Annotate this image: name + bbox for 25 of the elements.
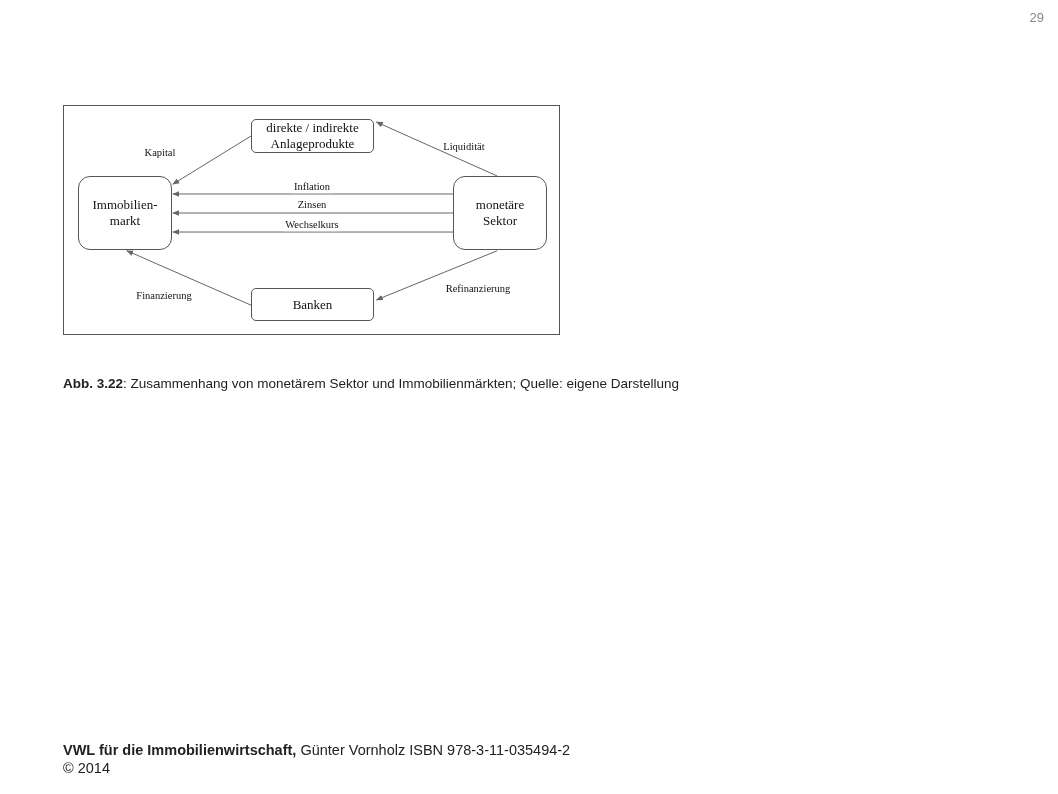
rounded-box [251, 288, 374, 321]
rounded-box [251, 119, 374, 153]
node-label: Banken [291, 296, 334, 313]
edge-label: Inflation [291, 181, 333, 193]
edge-label: Liquidität [442, 141, 486, 153]
edge-label: Refinanzierung [444, 283, 512, 295]
node-label: Immobilien- markt [91, 197, 159, 229]
edge-label: Finanzierung [135, 290, 193, 302]
figure-caption: Abb. 3.22: Zusammenhang von monetärem Sektor und Immobilienmärkten; Quelle: eigene Darstellung [63, 376, 680, 391]
edge-label: Wechselkurs [283, 219, 341, 231]
arrow [172, 210, 454, 216]
footer-text: VWL für die Immobilienwirtschaft, Günter Vornholz ISBN 978-3-11-035494-2 [63, 742, 571, 758]
footer-text: © 2014 [63, 760, 110, 776]
edge-label: Zinsen [295, 199, 329, 211]
node-label: direkte / indirekte Anlageprodukte [265, 120, 360, 152]
arrow [126, 250, 252, 306]
arrow [375, 250, 498, 301]
arrow [172, 135, 252, 185]
page-number: 29 [1029, 10, 1044, 25]
rounded-box [453, 176, 547, 250]
arrow [375, 121, 498, 177]
edge-label: Kapital [143, 147, 177, 159]
arrow [172, 229, 454, 235]
node-label: monetäre Sektor [474, 197, 526, 229]
rounded-box [78, 176, 172, 250]
